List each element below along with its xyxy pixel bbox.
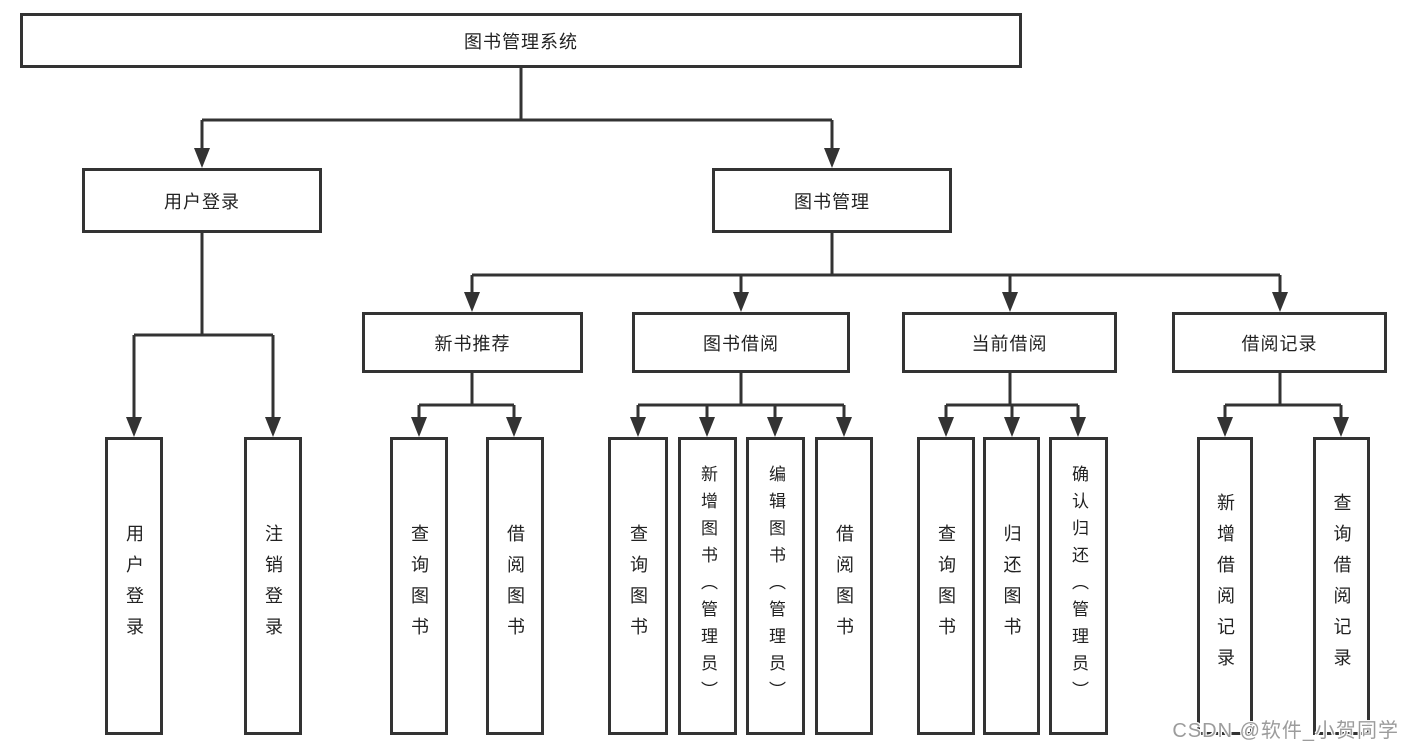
- node-label: 查询借阅记录: [1331, 493, 1352, 679]
- node-label: 图书管理: [794, 191, 870, 212]
- node-new-book-recommendation: 新书推荐: [362, 312, 583, 373]
- leaf-query-books-recommend: 查询图书: [390, 437, 448, 735]
- leaf-user-login: 用户登录: [105, 437, 163, 735]
- node-book-borrowing: 图书借阅: [632, 312, 850, 373]
- leaf-query-books-borrowing: 查询图书: [608, 437, 668, 735]
- node-label: 用户登录: [164, 191, 240, 212]
- node-label: 查询图书: [628, 524, 648, 648]
- node-label: 当前借阅: [971, 333, 1048, 354]
- node-label: 查询图书: [409, 524, 429, 648]
- node-label: 新增图书（管理员）: [698, 464, 717, 708]
- node-current-borrowing: 当前借阅: [902, 312, 1117, 373]
- leaf-add-book-admin: 新增图书（管理员）: [678, 437, 737, 735]
- node-label: 归还图书: [1001, 524, 1022, 648]
- csdn-watermark: CSDN @软件_小贺同学: [1172, 720, 1399, 742]
- node-label: 用户登录: [124, 524, 144, 648]
- node-borrowing-records: 借阅记录: [1172, 312, 1387, 373]
- node-book-management: 图书管理: [712, 168, 952, 233]
- node-label: 借阅图书: [834, 524, 854, 648]
- node-label: 编辑图书（管理员）: [766, 464, 785, 708]
- node-label: 确认归还（管理员）: [1069, 464, 1088, 708]
- leaf-query-borrow-record: 查询借阅记录: [1313, 437, 1370, 735]
- node-label: 图书借阅: [703, 333, 779, 354]
- node-label: 新增借阅记录: [1215, 493, 1235, 679]
- leaf-edit-book-admin: 编辑图书（管理员）: [746, 437, 805, 735]
- leaf-return-book: 归还图书: [983, 437, 1040, 735]
- leaf-query-books-current: 查询图书: [917, 437, 975, 735]
- leaf-confirm-return-admin: 确认归还（管理员）: [1049, 437, 1108, 735]
- node-library-management-system: 图书管理系统: [20, 13, 1022, 68]
- leaf-add-borrow-record: 新增借阅记录: [1197, 437, 1253, 735]
- node-label: 注销登录: [263, 524, 283, 648]
- leaf-borrow-books-recommend: 借阅图书: [486, 437, 544, 735]
- node-label: 借阅记录: [1241, 333, 1318, 354]
- node-label: 查询图书: [936, 524, 956, 648]
- node-label: 借阅图书: [505, 524, 525, 648]
- node-label: 新书推荐: [434, 333, 511, 354]
- node-user-login: 用户登录: [82, 168, 322, 233]
- leaf-borrow-books-borrowing: 借阅图书: [815, 437, 873, 735]
- leaf-logout: 注销登录: [244, 437, 302, 735]
- node-label: 图书管理系统: [464, 31, 578, 52]
